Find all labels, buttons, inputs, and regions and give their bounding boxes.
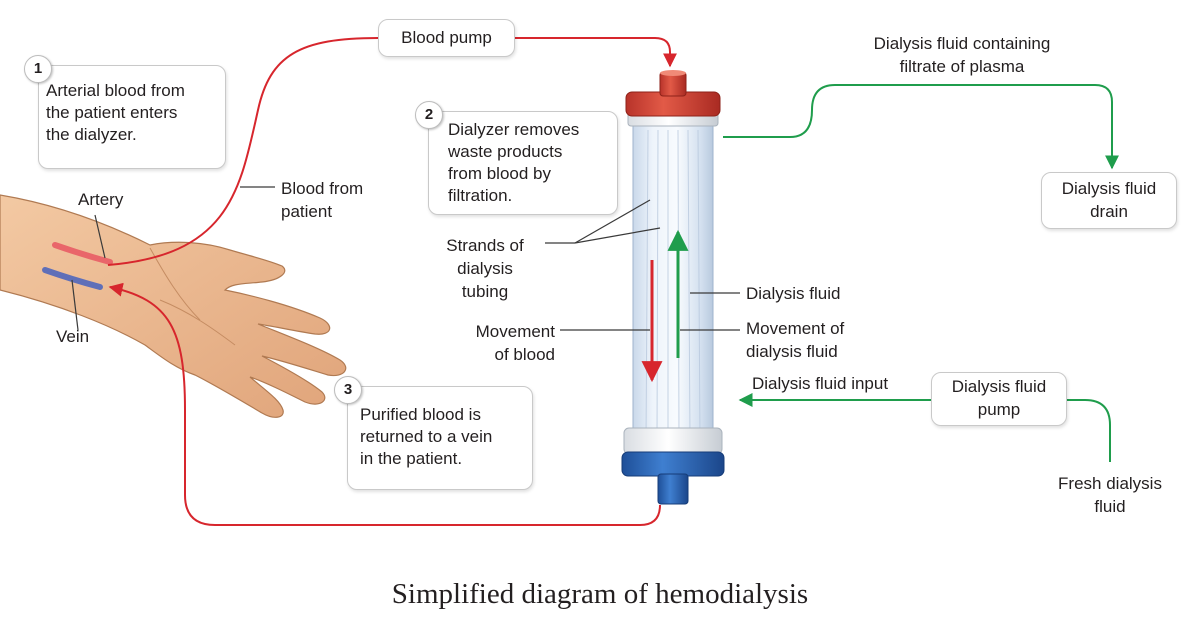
movement-of-dialysis-fluid-label: Movement of dialysis fluid xyxy=(746,319,845,361)
step-2-box xyxy=(428,111,618,215)
blood-pump-box xyxy=(378,19,515,57)
dialysis-fluid-drain-label: Dialysis fluid drain xyxy=(1061,179,1157,221)
hand-arm-illustration xyxy=(0,194,347,418)
dialysis-fluid-label: Dialysis fluid xyxy=(746,284,841,303)
step-1-badge: 1 xyxy=(24,55,52,83)
dialysis-fluid-input-label: Dialysis fluid input xyxy=(752,374,889,393)
step-2-text: Dialyzer removes waste products from blo… xyxy=(448,120,580,205)
fresh-dialysis-fluid-label: Fresh dialysis fluid xyxy=(1058,474,1162,516)
blood-line-to-pump xyxy=(107,37,379,266)
step-1-text: Arterial blood from the patient enters t… xyxy=(46,81,185,144)
step-3-box xyxy=(347,386,533,490)
step-1-box xyxy=(38,65,226,169)
filtrate-label: Dialysis fluid containing filtrate of pl… xyxy=(873,34,1051,76)
leader-lines xyxy=(71,186,740,331)
blood-pump-label: Blood pump xyxy=(401,28,492,47)
artery-label: Artery xyxy=(78,190,124,209)
diagram-caption: Simplified diagram of hemodialysis xyxy=(391,578,809,610)
fresh-fluid-line xyxy=(1065,399,1111,462)
dialyzer-cylinder xyxy=(621,70,725,505)
vein-label: Vein xyxy=(56,327,90,346)
dialysis-fluid-pump-box xyxy=(931,372,1067,426)
step-3-text: Purified blood is returned to a vein in … xyxy=(360,405,493,468)
blood-from-patient-label: Blood from patient xyxy=(281,179,364,221)
strands-label: Strands of dialysis tubing xyxy=(446,236,524,301)
return-blood-line xyxy=(108,282,661,526)
dialysis-fluid-drain-box xyxy=(1041,172,1177,229)
movement-of-blood-label: Movement of blood xyxy=(475,322,555,364)
dialysis-fluid-out-line xyxy=(723,84,1119,170)
step-3-badge: 3 xyxy=(334,376,362,404)
blood-line-to-dialyzer xyxy=(515,37,677,68)
dialysis-fluid-pump-label: Dialysis fluid pump xyxy=(951,377,1047,419)
step-2-badge: 2 xyxy=(415,101,443,129)
